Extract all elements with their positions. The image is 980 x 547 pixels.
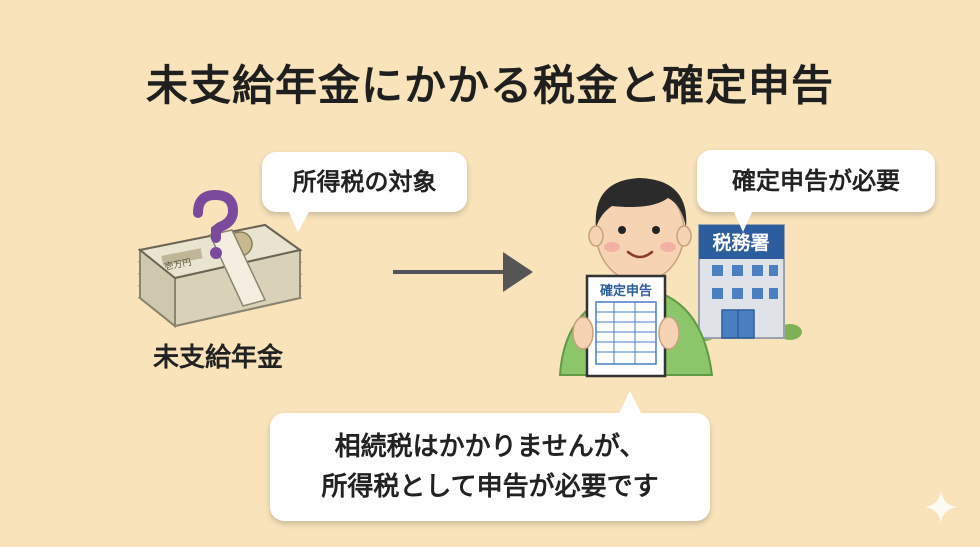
summary-line-1: 相続税はかかりませんが、 — [334, 432, 646, 462]
bubble-tail — [733, 210, 753, 232]
tax-form-title: 確定申告 — [600, 283, 652, 299]
bubble-text: 確定申告が必要 — [732, 167, 900, 195]
sparkle-icon — [925, 491, 957, 523]
money-label: 未支給年金 — [152, 343, 283, 373]
bubble-tail — [618, 391, 642, 415]
summary-line-2: 所得税として申告が必要です — [321, 472, 659, 502]
bubble-text: 所得税の対象 — [292, 168, 437, 196]
speech-bubble-tax-target: 所得税の対象 — [262, 152, 467, 232]
question-mark-icon — [193, 189, 239, 259]
tax-return-form-icon — [572, 274, 680, 378]
arrow-right-icon — [393, 252, 533, 292]
tax-office-sign: 税務署 — [712, 231, 769, 254]
speech-bubble-need-filing: 確定申告が必要 — [697, 150, 935, 232]
speech-bubble-summary: 相続税はかかりませんが、 所得税として申告が必要です — [270, 391, 710, 521]
page-title: 未支給年金にかかる税金と確定申告 — [145, 61, 834, 110]
bubble-tail — [288, 210, 310, 232]
